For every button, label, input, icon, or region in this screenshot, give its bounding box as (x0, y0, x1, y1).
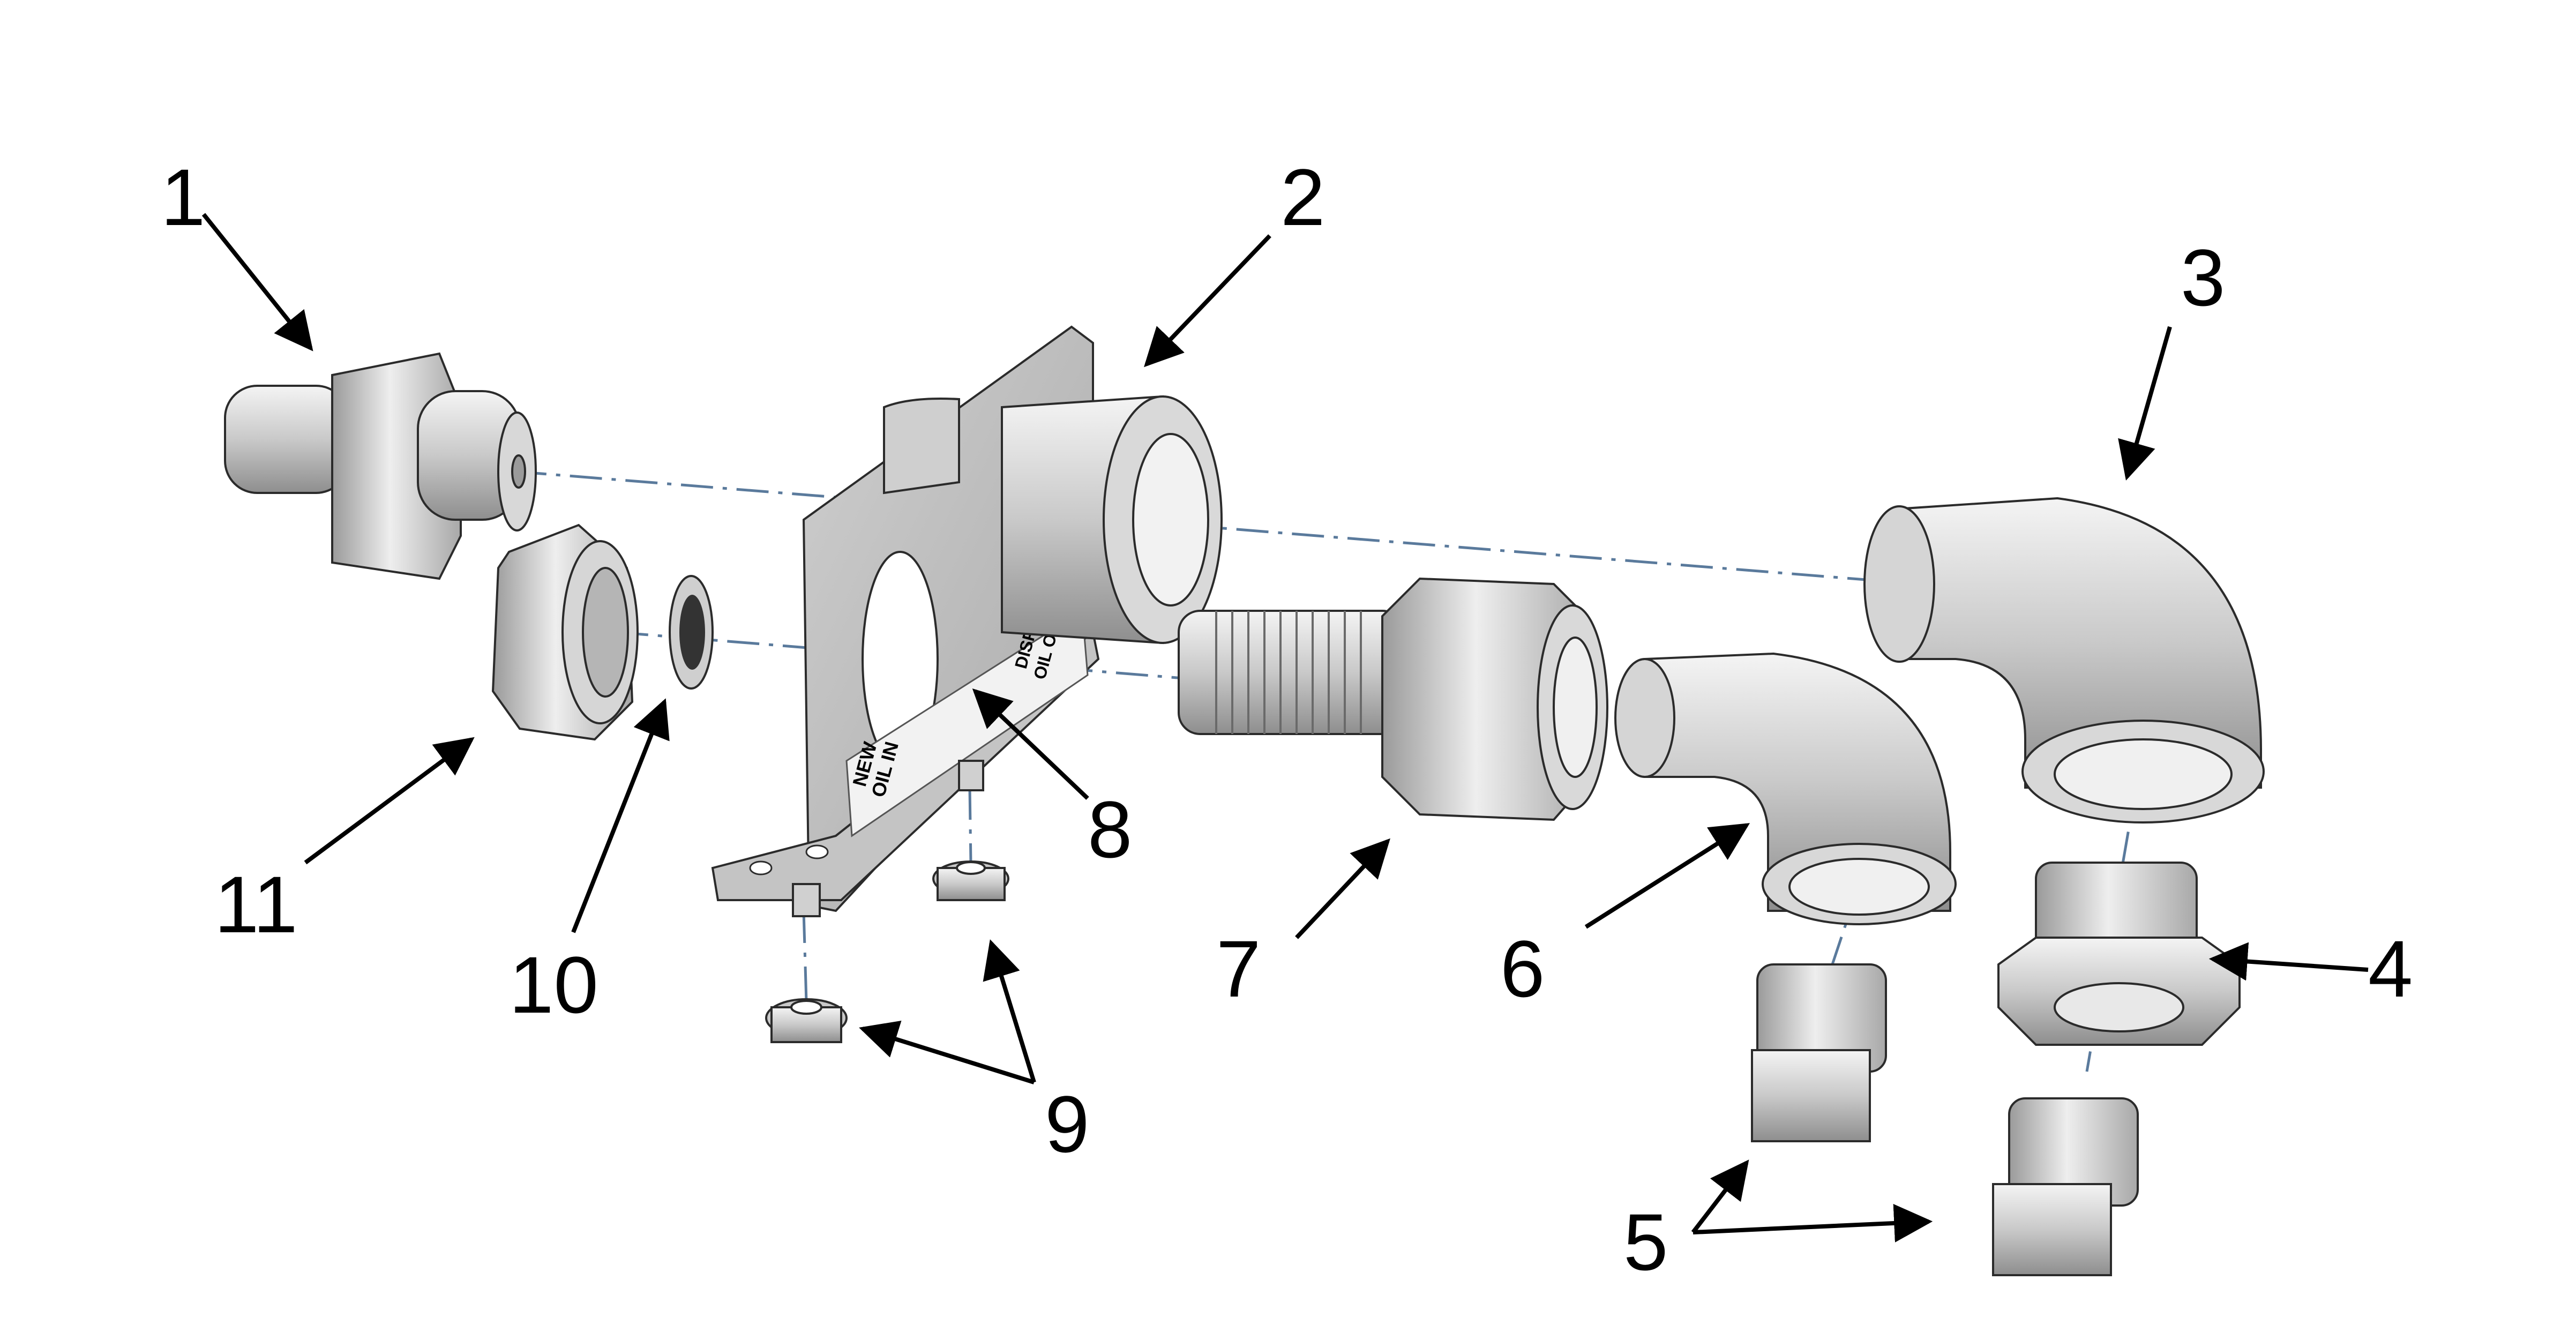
arrow-8 (972, 688, 1089, 800)
callout-arrows (201, 213, 2369, 1242)
part-1-bulkhead-union (224, 352, 537, 580)
callout-11: 11 (214, 859, 298, 949)
arrow-2 (1144, 234, 1271, 368)
oil-label-plate (845, 609, 1089, 837)
callout-5: 5 (1623, 1197, 1668, 1287)
part-4-hex-reducer (1997, 862, 2241, 1046)
callout-7: 7 (1216, 924, 1261, 1014)
part-7-threaded-connector (1178, 577, 1608, 821)
part-3-large-elbow (1863, 497, 2265, 824)
callout-9: 9 (1045, 1079, 1089, 1169)
part-6-small-elbow (1614, 652, 1957, 925)
arrow-6 (1584, 823, 1750, 929)
callout-4: 4 (2368, 924, 2413, 1014)
arrow-9b (983, 939, 1036, 1083)
callout-10: 10 (509, 940, 598, 1030)
arrow-4 (2208, 942, 2369, 981)
bracket-boss-fitting (883, 395, 1223, 645)
arrow-5a (1691, 1159, 1749, 1234)
part-10-washer (669, 575, 714, 690)
callout-8: 8 (1088, 784, 1132, 874)
callout-2: 2 (1280, 152, 1325, 242)
arrow-3 (2118, 326, 2172, 481)
part-9-flange-nut-a (765, 998, 848, 1043)
axis-line-nut9b (968, 787, 972, 863)
callout-labels: 1 2 3 4 5 6 7 8 9 10 11 (161, 152, 2413, 1287)
part-9-flange-nut-b (932, 860, 1009, 901)
arrow-11 (304, 737, 475, 865)
axis-line-nut9a (802, 910, 808, 1002)
callout-6: 6 (1500, 924, 1545, 1014)
arrow-5b (1693, 1203, 1933, 1242)
arrow-9a (859, 1020, 1035, 1084)
part-11-hex-nut (491, 523, 639, 741)
part-5-plug-left (1751, 963, 1887, 1142)
arrow-1 (201, 213, 313, 351)
arrow-10 (571, 698, 670, 933)
callout-3: 3 (2181, 233, 2225, 323)
callout-1: 1 (161, 152, 205, 242)
part-5-plug-right (1992, 1097, 2139, 1276)
arrow-7 (1295, 838, 1390, 939)
